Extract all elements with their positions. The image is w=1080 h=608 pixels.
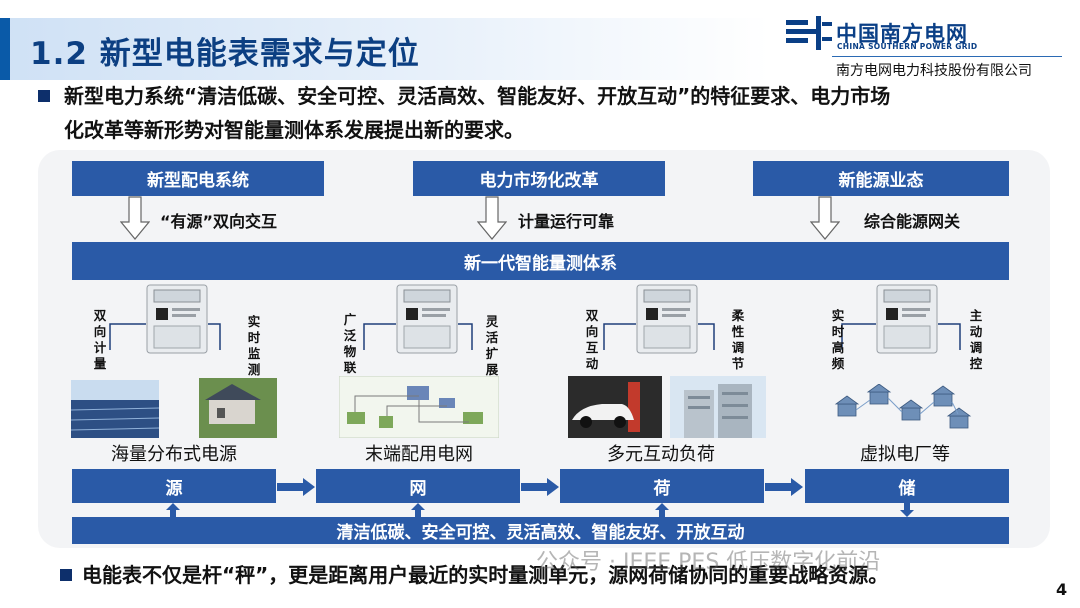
caption-terminal-grid: 末端配用电网 bbox=[324, 440, 514, 466]
arrow-label-gateway: 综合能源网关 bbox=[864, 208, 960, 232]
caption-virtual-power-plant: 虚拟电厂等 bbox=[810, 440, 1000, 466]
solar-farm-image bbox=[71, 380, 159, 438]
intro-line-1: 新型电力系统“清洁低碳、安全可控、灵活高效、智能友好、开放互动”的特征要求、电力… bbox=[64, 79, 890, 113]
label-bidirectional-metering: 双向计量 bbox=[92, 308, 108, 372]
label-active-control: 主动调控 bbox=[968, 308, 984, 372]
down-arrow-icon bbox=[120, 196, 150, 240]
title-bar: 1.2 新型电能表需求与定位 bbox=[0, 18, 770, 80]
intro-line-2: 化改革等新形势对智能量测体系发展提出新的要求。 bbox=[64, 113, 524, 147]
arrow-label-bidirectional: “有源”双向交互 bbox=[160, 208, 277, 232]
company-name: 南方电网电力科技股份有限公司 bbox=[836, 60, 1032, 80]
system-bar: 新一代智能量测体系 bbox=[72, 242, 1009, 280]
rooftop-solar-image bbox=[199, 378, 277, 438]
bullet-square bbox=[60, 569, 72, 581]
label-flexible-expansion: 灵活扩展 bbox=[484, 314, 500, 378]
logo-english-name: CHINA SOUTHERN POWER GRID bbox=[837, 42, 977, 51]
virtual-power-plant-image bbox=[830, 384, 980, 434]
label-realtime-high-frequency: 实时高频 bbox=[830, 308, 846, 372]
stage-box-load: 荷 bbox=[560, 469, 764, 503]
driver-box-new-energy: 新能源业态 bbox=[753, 161, 1009, 196]
watermark: 公众号 · IEEE PES 低压数字化前沿 bbox=[536, 544, 880, 576]
label-realtime-monitoring: 实时监测 bbox=[246, 314, 262, 378]
caption-distributed-sources: 海量分布式电源 bbox=[79, 440, 269, 466]
bullet-square bbox=[38, 90, 50, 102]
driver-box-distribution: 新型配电系统 bbox=[72, 161, 324, 196]
connector-lines bbox=[832, 316, 972, 352]
connector-lines bbox=[594, 316, 724, 352]
down-arrow-small-icon bbox=[900, 503, 914, 517]
label-flexible-regulation: 柔性调节 bbox=[730, 308, 746, 372]
building-image bbox=[670, 376, 766, 438]
ev-charging-image bbox=[568, 376, 662, 438]
page-title: 1.2 新型电能表需求与定位 bbox=[30, 28, 420, 73]
label-wide-iot: 广泛物联 bbox=[342, 312, 358, 376]
right-arrow-icon bbox=[277, 478, 317, 496]
characteristics-bar: 清洁低碳、安全可控、灵活高效、智能友好、开放互动 bbox=[72, 517, 1009, 544]
down-arrow-icon bbox=[810, 196, 840, 240]
header-divider bbox=[832, 56, 1062, 57]
stage-box-grid: 网 bbox=[316, 469, 520, 503]
label-bidirectional-interaction: 双向互动 bbox=[584, 308, 600, 372]
title-accent bbox=[0, 18, 10, 80]
stage-box-source: 源 bbox=[72, 469, 276, 503]
grid-schematic-image bbox=[339, 376, 499, 438]
connector-lines bbox=[100, 316, 230, 352]
stage-box-storage: 储 bbox=[805, 469, 1009, 503]
down-arrow-icon bbox=[477, 196, 507, 240]
right-arrow-icon bbox=[521, 478, 561, 496]
driver-box-market: 电力市场化改革 bbox=[413, 161, 665, 196]
page-number: 4 bbox=[1056, 580, 1067, 599]
arrow-label-reliable: 计量运行可靠 bbox=[518, 208, 614, 232]
up-arrow-icon bbox=[166, 503, 180, 517]
up-arrow-icon bbox=[411, 503, 425, 517]
connector-lines bbox=[354, 316, 484, 352]
caption-diverse-loads: 多元互动负荷 bbox=[566, 440, 756, 466]
up-arrow-icon bbox=[655, 503, 669, 517]
right-arrow-icon bbox=[765, 478, 805, 496]
